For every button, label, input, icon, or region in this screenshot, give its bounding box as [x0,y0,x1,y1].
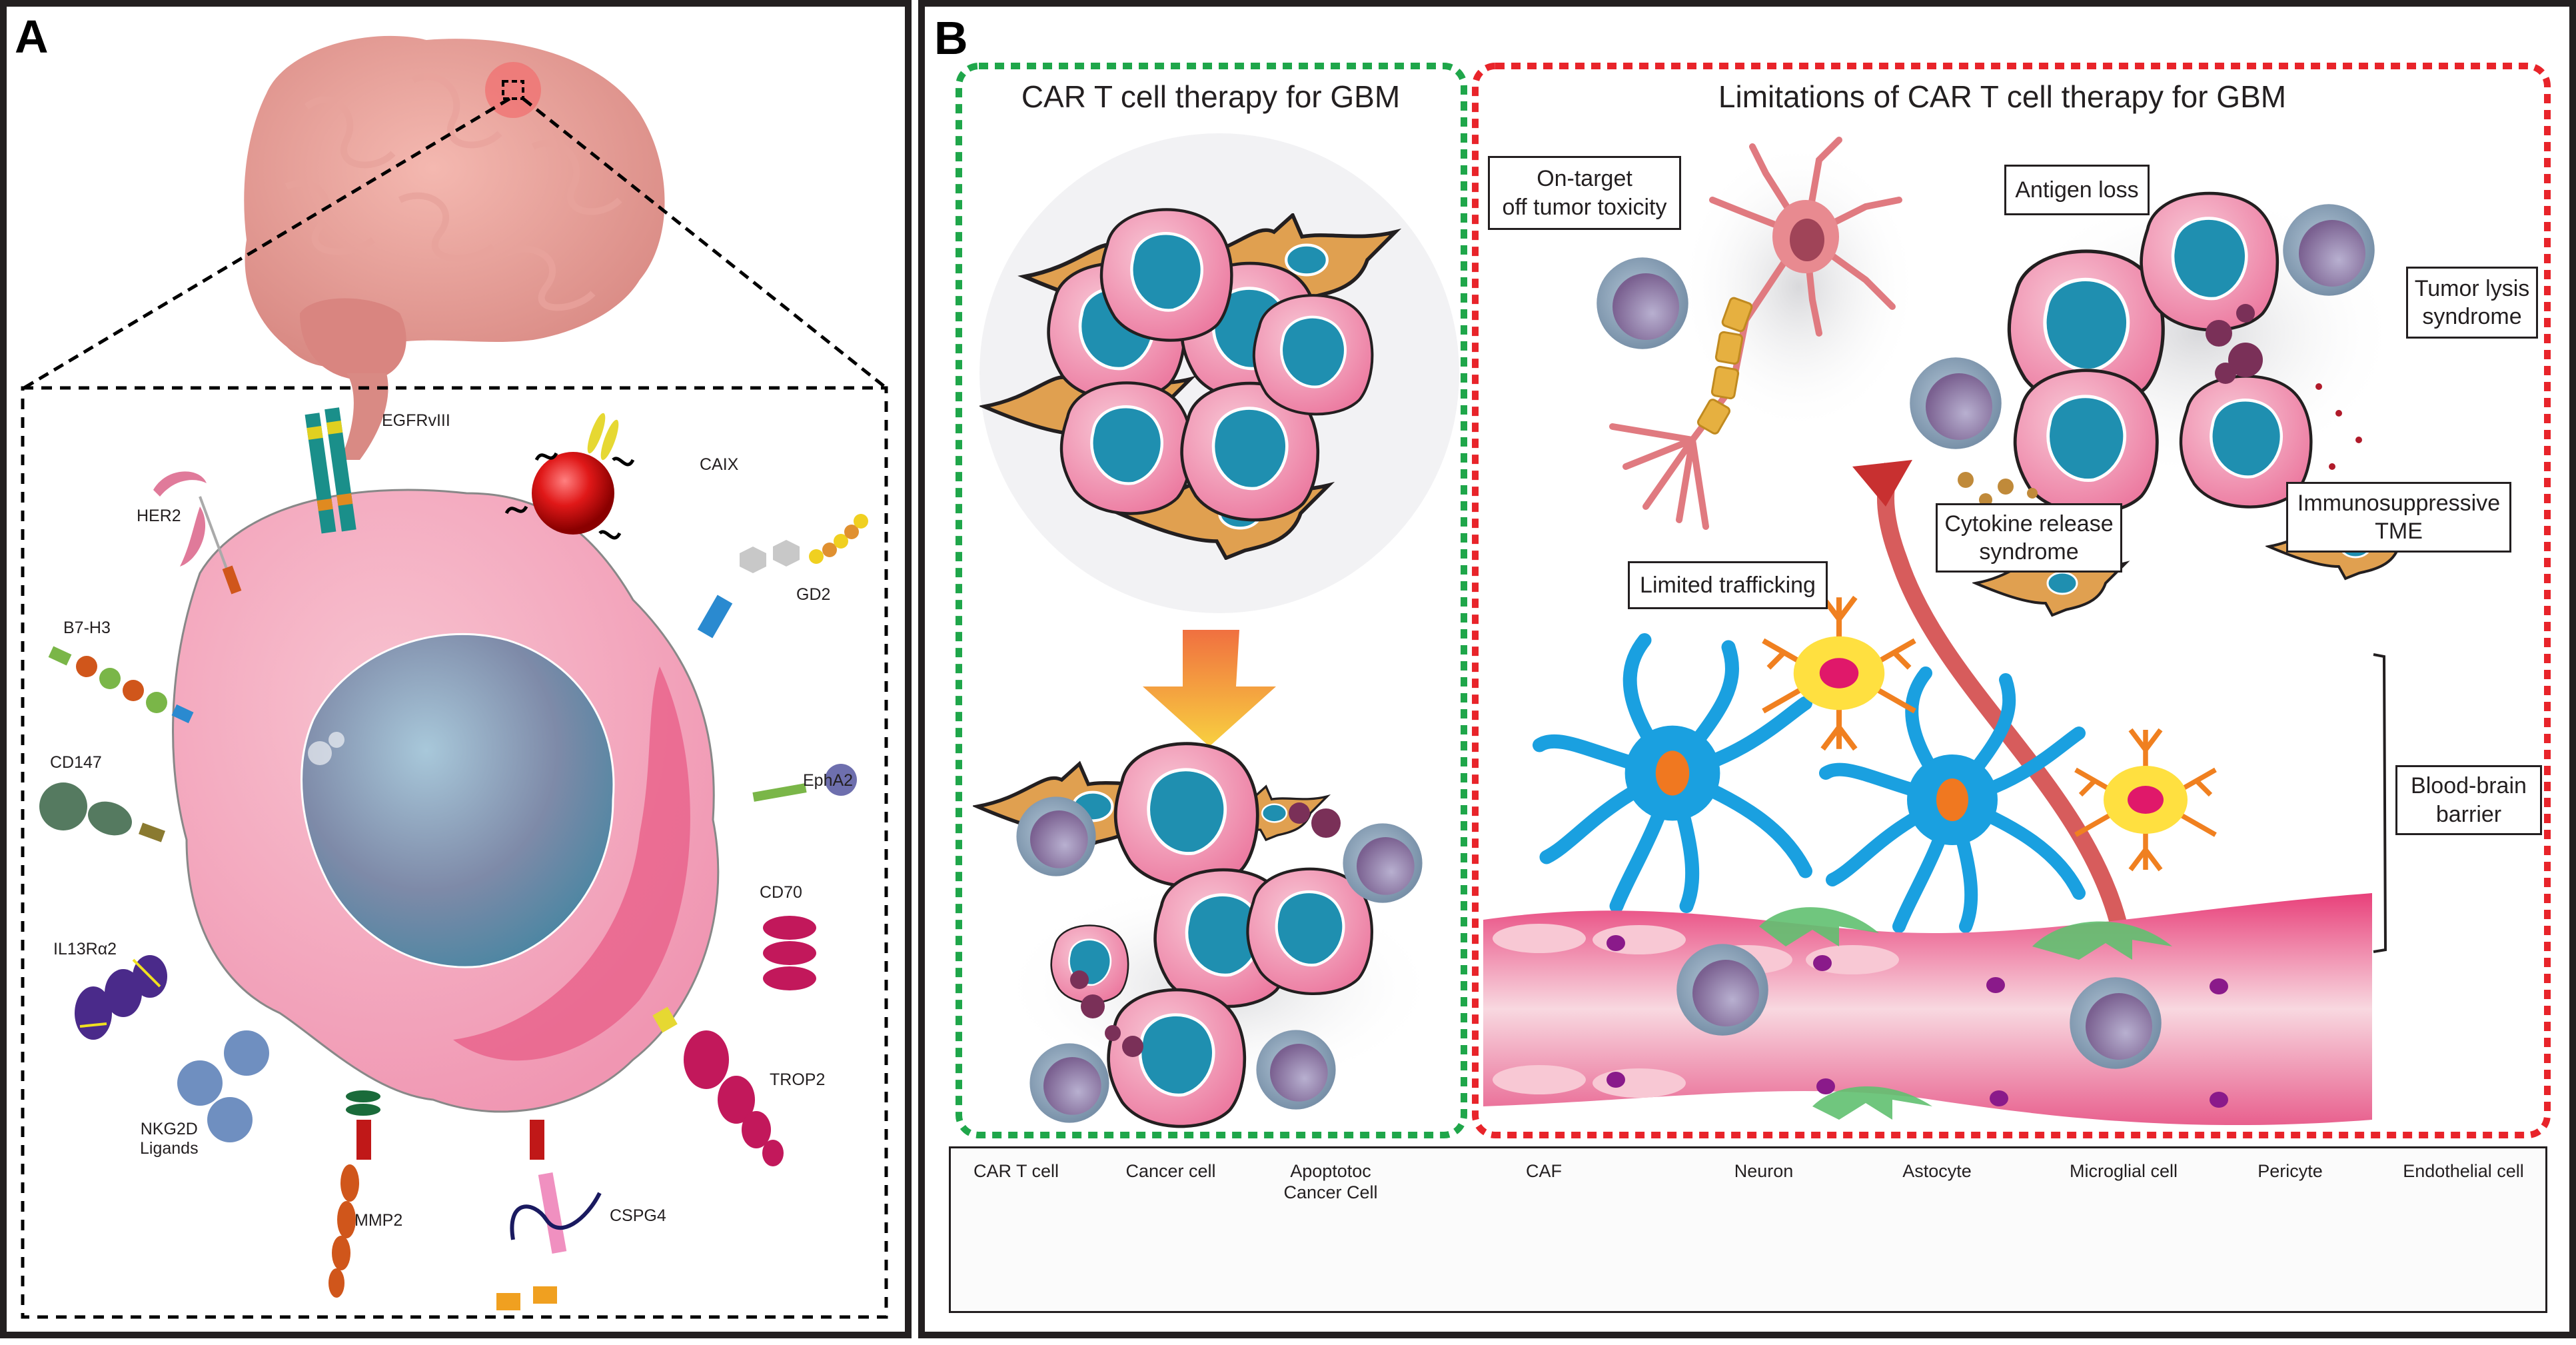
astrocyte-2 [1826,673,2079,926]
label-trop2: TROP2 [770,1070,826,1089]
panel-a-illustration [21,35,888,1319]
label-mmp2: MMP2 [354,1211,403,1230]
section-limitations-box [1472,63,2551,1138]
callout-immunosuppressive-tme: Immunosuppressive TME [2286,482,2511,553]
section-title-car-t-therapy: CAR T cell therapy for GBM [1021,79,1401,114]
antigen-gd2-icon [697,514,868,639]
callout-text: Blood-brain barrier [2411,773,2527,827]
brain-gyri [285,73,622,311]
transition-arrow [1143,630,1276,746]
legend-item-cancer-cell: Cancer cell [1111,1148,1231,1311]
panel-b-illustration [956,63,2551,1308]
legend-label: Endothelial cell [2403,1161,2524,1181]
tumor-mass-before [979,133,1459,613]
callout-text: Antigen loss [2015,177,2139,203]
legend-label: Pericyte [2257,1161,2323,1181]
antigen-mmp2-icon [328,1090,380,1298]
legend-label: CAR T cell [973,1161,1059,1181]
antigen-caix-icon [504,413,635,540]
callout-antigen-loss: Antigen loss [2004,165,2150,215]
tumor-zoom-marker [502,80,524,100]
zoom-line-left [23,97,511,390]
legend-label: Neuron [1734,1161,1794,1181]
antigen-trop2-icon [652,1006,784,1166]
legend-item-endothelial-cell: Endothelial cell [2390,1148,2537,1311]
antigen-cspg4-icon [496,1120,602,1310]
blood-brain-barrier-bracket [2373,653,2387,953]
cell-type-legend: CAR T cell Cancer cell Apoptotoc Cancer … [949,1146,2547,1313]
antigen-cd147-icon [39,782,165,842]
zoom-line-right [522,97,888,389]
panel-a-letter: A [15,11,49,63]
legend-item-microglial-cell: Microglial cell [2044,1148,2204,1311]
cell-inset-box [21,386,888,1319]
callout-blood-brain-barrier: Blood-brain barrier [2395,765,2542,835]
label-b7-h3: B7-H3 [63,619,111,637]
callout-text: On-target off tumor toxicity [1502,166,1667,220]
tumor-site [485,62,541,118]
label-cspg4: CSPG4 [610,1206,666,1225]
legend-label: CAF [1526,1161,1562,1181]
label-egfrviii: EGFRvIII [382,411,450,430]
label-cd147: CD147 [50,753,102,772]
antigen-b7-h3-icon [48,646,194,724]
panel-b-letter: B [934,12,968,64]
legend-item-caf: CAF [1491,1148,1597,1311]
label-her2: HER2 [137,507,181,525]
callout-tumor-lysis-syndrome: Tumor lysis syndrome [2406,267,2538,339]
callout-text: Tumor lysis syndrome [2414,275,2530,330]
antigen-cd70-icon [763,916,816,990]
callout-text: Limited trafficking [1640,572,1816,598]
label-cd70: CD70 [760,883,802,902]
section-title-limitations: Limitations of CAR T cell therapy for GB… [1718,79,2287,114]
legend-label: Microglial cell [2069,1161,2178,1181]
brain-illustration [244,35,665,460]
antigen-epha2-icon [752,764,857,802]
legend-item-astrocyte: Astocyte [1884,1148,1990,1311]
legend-item-car-t-cell: CAR T cell [963,1148,1069,1311]
label-gd2: GD2 [796,585,831,604]
label-nkg2d-ligands: NKG2D Ligands [140,1120,199,1158]
antigen-egfrviii-icon [305,407,356,534]
label-epha2: EphA2 [803,771,854,790]
trafficking-arrowhead [1852,460,1912,507]
callout-on-target-off-tumor-toxicity: On-target off tumor toxicity [1488,156,1681,230]
callout-cytokine-release-syndrome: Cytokine release syndrome [1936,503,2122,573]
brain-stem [340,373,388,460]
label-il13ra2: IL13Rα2 [53,940,117,958]
neuron-illustration [1597,137,1919,530]
tumor-cell [172,489,720,1113]
legend-item-neuron: Neuron [1710,1148,1817,1311]
antigen-her2-icon [153,471,242,595]
legend-label: Astocyte [1902,1161,1972,1181]
callout-limited-trafficking: Limited trafficking [1628,561,1828,609]
brain-cerebellum [300,298,406,381]
label-caix: CAIX [700,455,739,474]
tumor-after-therapy [977,744,1439,1126]
callout-text: Cytokine release syndrome [1944,511,2114,565]
blood-vessel [1483,893,2372,1126]
antigen-il13ra2-icon [75,955,167,1040]
legend-item-pericyte: Pericyte [2230,1148,2350,1311]
legend-item-apoptotic-cancer-cell: Apoptotoc Cancer Cell [1271,1148,1391,1311]
legend-label: Cancer cell [1125,1161,1216,1181]
antigen-nkg2d-ligands-icon [177,1030,269,1142]
section-car-t-therapy-box [956,63,1467,1138]
callout-text: Immunosuppressive TME [2297,490,2501,545]
astrocyte-1 [1540,641,1806,906]
legend-label: Apoptotoc Cancer Cell [1283,1161,1378,1203]
